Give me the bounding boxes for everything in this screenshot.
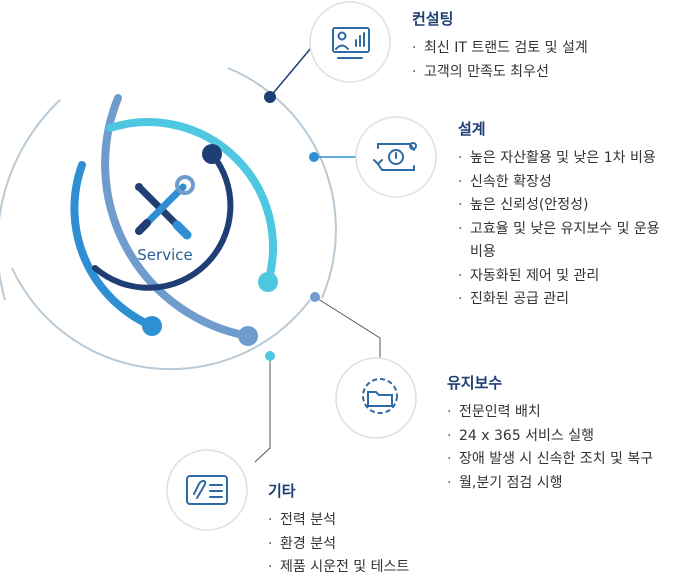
- service-label: Service: [137, 246, 193, 264]
- design-title: 설계: [458, 120, 486, 138]
- maintenance-block: 유지보수 전문인력 배치 24 x 365 서비스 실행 장애 발생 시 신속한…: [447, 372, 677, 495]
- outer-ring-arc: [227, 67, 337, 299]
- design-list: 높은 자산활용 및 낮은 1차 비용 신속한 확장성 높은 신뢰성(안정성) 고…: [458, 147, 676, 312]
- list-item: 자동화된 제어 및 관리: [458, 265, 676, 289]
- connector-maintenance: [314, 296, 381, 358]
- gear-folder-icon: [362, 378, 398, 414]
- list-item: 전문인력 배치: [447, 401, 677, 425]
- arc-steel: [101, 94, 252, 340]
- consulting-icon-circle: [309, 1, 391, 83]
- design-icon-circle: [355, 116, 437, 198]
- consulting-list: 최신 IT 트랜드 검토 및 설계 고객의 만족도 최우선: [412, 37, 672, 84]
- arc-cyan: [106, 118, 277, 286]
- list-item: 높은 신뢰성(안정성): [458, 194, 676, 218]
- cyan-dot: [258, 272, 278, 292]
- maintenance-icon-circle: [335, 357, 417, 439]
- maintenance-title: 유지보수: [447, 374, 503, 392]
- blue-dot: [142, 316, 162, 336]
- tools-icon: [135, 175, 195, 240]
- list-item: 최신 IT 트랜드 검토 및 설계: [412, 37, 672, 61]
- connector-consulting: [269, 41, 317, 98]
- dashboard-user-icon: [332, 27, 370, 59]
- list-item: 제품 시운전 및 테스트: [268, 556, 498, 580]
- connector-dot-design: [309, 152, 319, 162]
- maintenance-list: 전문인력 배치 24 x 365 서비스 실행 장애 발생 시 신속한 조치 및…: [447, 401, 677, 495]
- navy-dot: [202, 144, 222, 164]
- etc-list: 전력 분석 환경 분석 제품 시운전 및 테스트: [268, 509, 498, 580]
- list-item: 환경 분석: [268, 533, 498, 557]
- etc-title: 기타: [268, 482, 296, 500]
- connector-etc: [254, 356, 271, 463]
- document-clip-icon: [186, 475, 228, 505]
- consulting-block: 컨설팅 최신 IT 트랜드 검토 및 설계 고객의 만족도 최우선: [412, 8, 672, 84]
- connector-dot-consulting: [264, 91, 276, 103]
- etc-block: 기타 전력 분석 환경 분석 제품 시운전 및 테스트: [268, 480, 498, 580]
- list-item: 신속한 확장성: [458, 171, 676, 195]
- list-item: 고객의 만족도 최우선: [412, 61, 672, 85]
- steel-dot: [238, 326, 258, 346]
- settings-cycle-icon: [373, 142, 417, 171]
- list-item: 높은 자산활용 및 낮은 1차 비용: [458, 147, 676, 171]
- connector-dot-maintenance: [310, 292, 320, 302]
- outer-ring-arc-left: [0, 99, 61, 301]
- etc-icon-circle: [166, 449, 248, 531]
- connector-dot-etc: [265, 351, 275, 361]
- list-item: 월,분기 점검 시행: [447, 472, 677, 496]
- list-item: 진화된 공급 관리: [458, 288, 676, 312]
- consulting-title: 컨설팅: [412, 10, 454, 28]
- list-item: 장애 발생 시 신속한 조치 및 복구: [447, 448, 677, 472]
- list-item: 24 x 365 서비스 실행: [447, 425, 677, 449]
- arc-blue: [70, 161, 156, 330]
- design-block: 설계 높은 자산활용 및 낮은 1차 비용 신속한 확장성 높은 신뢰성(안정성…: [458, 118, 676, 312]
- arc-navy: [92, 151, 234, 291]
- list-item: 전력 분석: [268, 509, 498, 533]
- list-item: 고효율 및 낮은 유지보수 및 운용 비용: [458, 218, 676, 265]
- outer-ring-arc-bottom: [11, 267, 311, 371]
